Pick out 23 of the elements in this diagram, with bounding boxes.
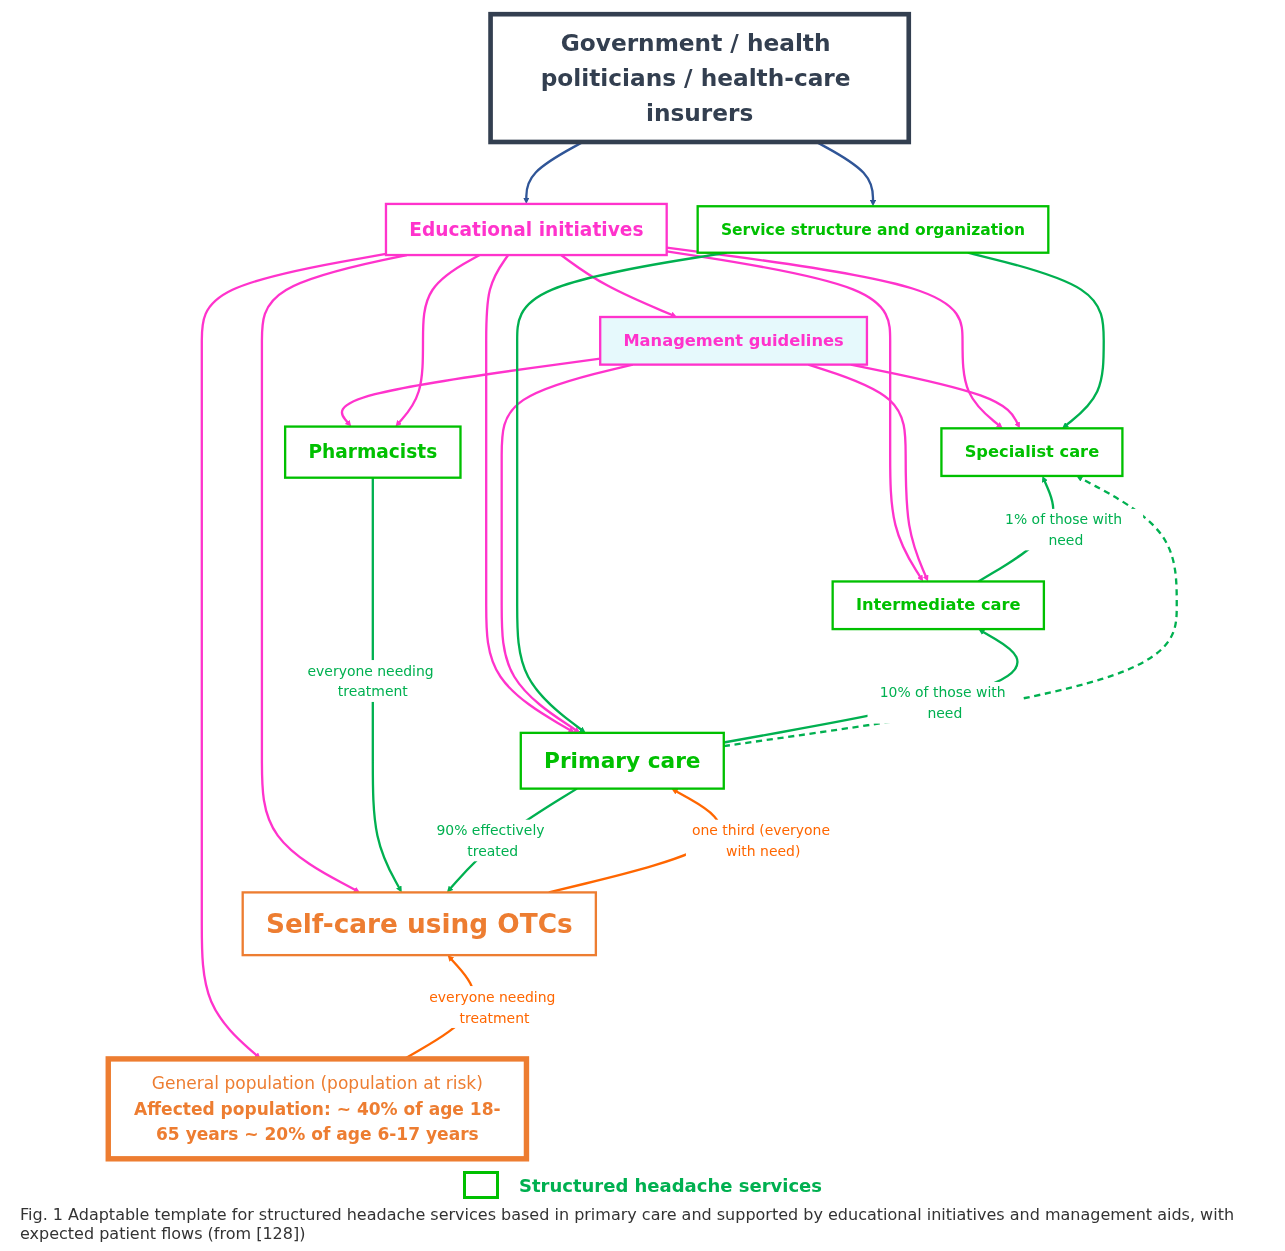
edge-label: everyone needing treatment: [429, 988, 556, 1026]
arrow: [340, 357, 601, 427]
legend-label: Structured headache services: [518, 1174, 822, 1196]
node-box: Specialist care: [940, 427, 1124, 478]
arrow: [666, 246, 1003, 429]
edge-label: one third (everyone with need): [691, 821, 831, 860]
node-box: Primary care: [519, 731, 725, 790]
node-box: Self-care using OTCs: [241, 891, 597, 957]
edge-label: everyone needing treatment: [307, 662, 434, 700]
node-box: Pharmacists: [283, 425, 462, 479]
edge-label: 10% of those with need: [879, 684, 1006, 722]
node-box: Government / health politicians / health-care insurers: [488, 11, 912, 145]
node-box: Intermediate care: [831, 580, 1046, 631]
node-box: Management guidelines: [599, 315, 869, 366]
arrow: [371, 477, 402, 893]
edge-label: 1% of those with need: [1005, 510, 1123, 549]
arrow: [666, 250, 924, 582]
node-box: Educational initiatives: [384, 202, 668, 257]
edge-label: 90% effectively treated: [436, 821, 545, 860]
node-box: Service structure and organization: [696, 205, 1050, 254]
arrow: [200, 252, 387, 1059]
figure-caption: Fig. 1 Adaptable template for structured headache services based in primary care and supported by educational initiatives and management aids, with expected patient flows (from [128]): [20, 1205, 1236, 1243]
node-box: General population (population at risk) Affected population: ~ 40% of age 18-65 years ~ 20% of age 6-17 years: [105, 1056, 530, 1162]
